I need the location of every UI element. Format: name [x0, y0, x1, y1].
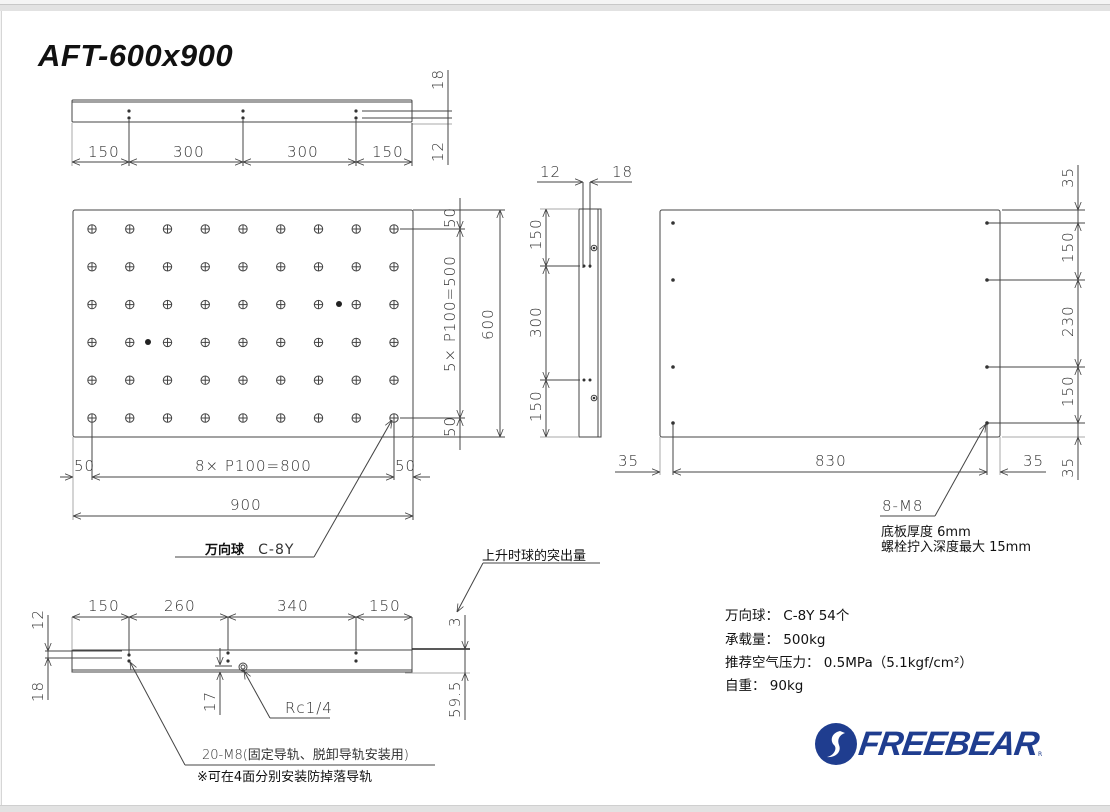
- dim-text: 12: [540, 163, 561, 181]
- dim-text: 300: [527, 306, 545, 338]
- side-view: [537, 182, 632, 438]
- plan-view: [60, 198, 505, 558]
- bottom-note: 底板厚度 6mm 螺栓拧入深度最大 15mm: [881, 525, 1031, 555]
- registered-mark: R: [1038, 751, 1043, 758]
- spec-label: 承载量：: [725, 632, 779, 648]
- drawing-sheet: [1, 11, 1110, 805]
- dim-text: 600: [479, 308, 497, 340]
- dim-text: 50: [441, 416, 459, 437]
- dim-text: 150: [88, 597, 120, 615]
- brand-name: FREEBEAR: [856, 724, 1041, 763]
- front-view: [45, 562, 600, 766]
- window-top-edge: [0, 0, 1110, 5]
- dim-text: 260: [164, 597, 196, 615]
- window-top-bar: [0, 5, 1110, 11]
- bolt-depth-note: 螺栓拧入深度最大 15mm: [881, 540, 1032, 555]
- dim-text: 35: [1023, 452, 1044, 470]
- holes-label: 20-M8(固定导轨、脱卸导轨安装用): [202, 747, 409, 763]
- dim-text: 35: [618, 452, 639, 470]
- ball-callout: 万向球 C-8Y: [205, 539, 294, 558]
- dim-text: 230: [1059, 305, 1077, 337]
- air-port-dot: [336, 301, 342, 307]
- dim-text: 50: [395, 457, 416, 475]
- dim-text: 150: [369, 597, 401, 615]
- window-bottom-bar: [0, 805, 1110, 812]
- spec-row: 承载量： 500kg: [725, 628, 825, 648]
- dim-text: 17: [201, 691, 219, 712]
- spec-value: 0.5MPa（5.1kgf/cm²）: [823, 655, 973, 671]
- dim-text: 18: [612, 163, 633, 181]
- spec-value: 500kg: [783, 632, 826, 648]
- dim-text: 12: [429, 141, 447, 162]
- spec-value: C-8Y 54个: [783, 608, 850, 624]
- drawing-title: AFT-600x900: [38, 38, 234, 73]
- dim-text: 830: [815, 452, 847, 470]
- spec-label: 推荐空气压力：: [725, 655, 820, 671]
- air-port-dot: [145, 339, 151, 345]
- dim-text: 35: [1059, 457, 1077, 478]
- spec-row: 自重： 90kg: [725, 674, 803, 694]
- dim-text: 150: [372, 143, 404, 161]
- dim-text: 300: [173, 143, 205, 161]
- dim-text: 150: [527, 218, 545, 250]
- protrusion-label: 上升时球的突出量: [482, 549, 587, 564]
- dim-text: 300: [287, 143, 319, 161]
- dim-text: 18: [29, 681, 47, 702]
- plate-thickness-note: 底板厚度 6mm: [881, 525, 971, 540]
- ball-callout-model: C-8Y: [258, 542, 295, 558]
- dim-text: 900: [230, 496, 262, 514]
- spec-row: 万向球： C-8Y 54个: [725, 604, 849, 624]
- brand-emblem-icon: [815, 723, 857, 765]
- dim-text: 150: [88, 143, 120, 161]
- top-strip-view: [71, 70, 452, 166]
- brand-logo: FREEBEAR R: [815, 722, 1042, 766]
- ball-callout-label: 万向球: [205, 543, 245, 558]
- spec-row: 推荐空气压力： 0.5MPa（5.1kgf/cm²）: [725, 651, 973, 671]
- dim-text: 340: [277, 597, 309, 615]
- dim-text: 3: [446, 616, 464, 627]
- dim-text: 50: [441, 207, 459, 228]
- dim-text: 35: [1059, 167, 1077, 188]
- dim-text: 150: [1059, 231, 1077, 263]
- dim-text: 12: [29, 609, 47, 630]
- callout-text: 8-M8: [882, 497, 923, 515]
- ball-grid: [87, 224, 399, 423]
- spec-value: 90kg: [769, 678, 804, 694]
- dim-text: 18: [429, 69, 447, 90]
- spec-label: 万向球：: [725, 608, 779, 624]
- dim-text: 8× P100=800: [195, 457, 312, 475]
- dim-text: 5× P100=500: [441, 255, 459, 372]
- dim-text: 50: [74, 457, 95, 475]
- port-label: Rc1/4: [285, 699, 333, 717]
- dim-text: 150: [527, 390, 545, 422]
- bottom-plate-view: [615, 165, 1085, 517]
- spec-label: 自重：: [725, 678, 766, 694]
- rail-note: ※可在4面分别安装防掉落导轨: [197, 770, 373, 785]
- dim-text: 150: [1059, 375, 1077, 407]
- dim-text: 59.5: [446, 681, 464, 718]
